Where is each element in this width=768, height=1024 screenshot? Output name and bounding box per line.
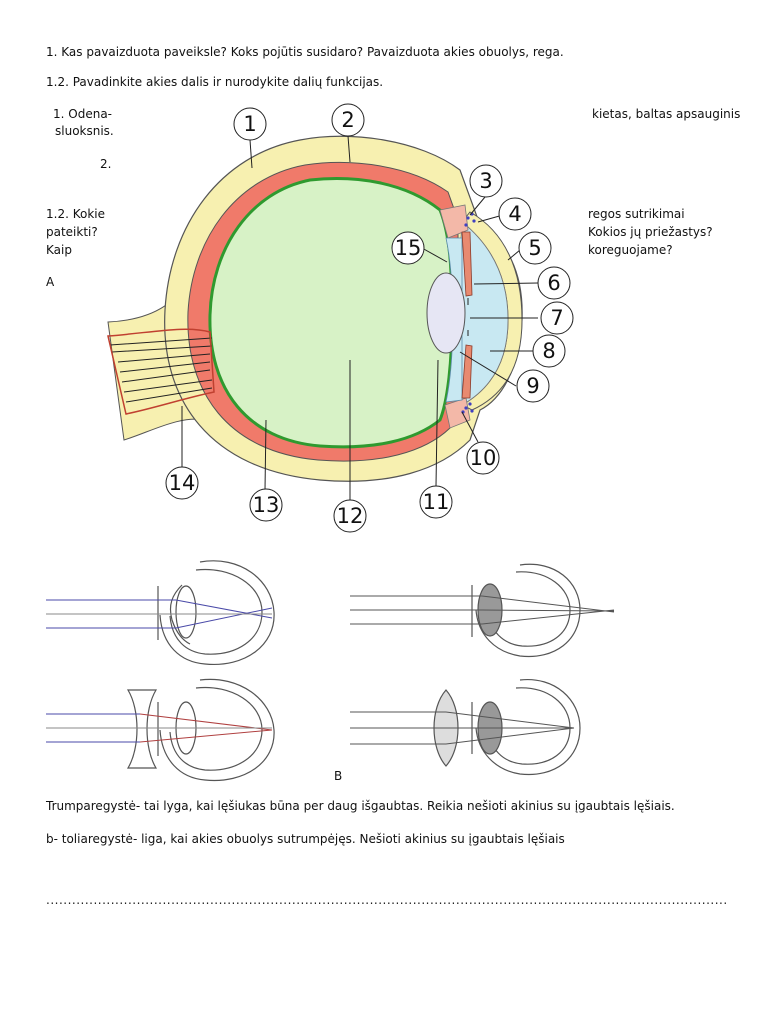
part-label-6-circle xyxy=(537,266,571,300)
part-label-3: 3 xyxy=(479,169,492,193)
answer-myopia: Trumparegystė- tai lyga, kai lęšiukas bū… xyxy=(46,799,675,813)
part-label-14: 14 xyxy=(169,471,196,495)
canal-dots xyxy=(461,212,476,414)
question-1-2b-right3: koreguojame? xyxy=(588,243,673,257)
part-label-4: 4 xyxy=(508,202,521,226)
part-label-3-circle xyxy=(469,164,503,198)
myopia-rays-top-left xyxy=(46,599,273,629)
item-1-continuation: sluoksnis. xyxy=(55,124,114,138)
part-label-2: 2 xyxy=(341,108,354,132)
part-label-1-circle xyxy=(233,107,267,141)
figure-label-b: B xyxy=(334,769,343,783)
part-label-13: 13 xyxy=(253,493,280,517)
part-label-14-circle xyxy=(165,466,199,500)
corrected-hyperopia-eye-bottom-right xyxy=(433,679,581,776)
myopia-eye-top-left xyxy=(157,560,275,666)
question-1-2b-right1: regos sutrikimai xyxy=(588,207,685,221)
part-label-11: 11 xyxy=(423,490,450,514)
question-1-2b-line3: Kaip xyxy=(46,243,72,257)
answer-hyperopia: b- toliaregystė- liga, kai akies obuolys… xyxy=(46,832,565,846)
question-1-2b-line1: 1.2. Kokie xyxy=(46,207,105,221)
part-label-7-circle xyxy=(540,301,574,335)
dotted-answer-line: ........................................… xyxy=(46,896,728,904)
item-2-label: 2. xyxy=(100,157,112,171)
corrected-myopia-eye-bottom-left xyxy=(126,678,275,782)
part-label-9: 9 xyxy=(526,374,539,398)
question-1-2b-line2: pateikti? xyxy=(46,225,98,239)
part-label-8-circle xyxy=(532,334,566,368)
iris-top xyxy=(461,231,473,297)
part-label-10: 10 xyxy=(470,446,497,470)
part-label-11-circle xyxy=(419,485,453,519)
part-labels: 1 2 3 4 5 6 7 8 9 10 11 12 13 14 15 xyxy=(165,103,574,533)
part-label-12-circle xyxy=(333,499,367,533)
part-label-9-circle xyxy=(516,369,550,403)
part-label-5: 5 xyxy=(528,236,541,260)
optic-nerve-fibers xyxy=(109,337,213,403)
lens xyxy=(426,272,466,354)
part-label-12: 12 xyxy=(337,504,364,528)
part-label-13-circle xyxy=(249,488,283,522)
part-label-4-circle xyxy=(498,197,532,231)
vitreous-body xyxy=(208,177,454,449)
ciliary-body-top xyxy=(439,204,469,239)
figure-label-a: A xyxy=(46,275,55,289)
part-label-5-circle xyxy=(518,231,552,265)
part-label-10-circle xyxy=(466,441,500,475)
corrected-myopia-rays xyxy=(46,713,273,743)
corrected-hyperopia-rays xyxy=(350,711,575,745)
part-label-2-circle xyxy=(331,103,365,137)
question-1-2: 1.2. Pavadinkite akies dalis ir nurodyki… xyxy=(46,75,384,89)
part-label-1: 1 xyxy=(243,112,256,136)
part-label-6: 6 xyxy=(547,271,560,295)
concave-lens xyxy=(126,689,158,769)
question-1-2b-right2: Kokios jų priežastys? xyxy=(588,225,713,239)
part-label-7: 7 xyxy=(550,306,563,330)
optic-nerve-outline xyxy=(107,328,215,415)
part-label-15: 15 xyxy=(395,236,422,260)
hyperopia-rays-top-right xyxy=(350,595,615,625)
item-1-description: kietas, baltas apsauginis xyxy=(592,107,741,121)
part-label-8: 8 xyxy=(542,339,555,363)
item-1-label: 1. Odena- xyxy=(53,107,112,121)
part-label-15-circle xyxy=(391,231,425,265)
question-1: 1. Kas pavaizduota paveiksle? Koks pojūt… xyxy=(46,45,564,59)
leader-lines xyxy=(181,135,539,500)
